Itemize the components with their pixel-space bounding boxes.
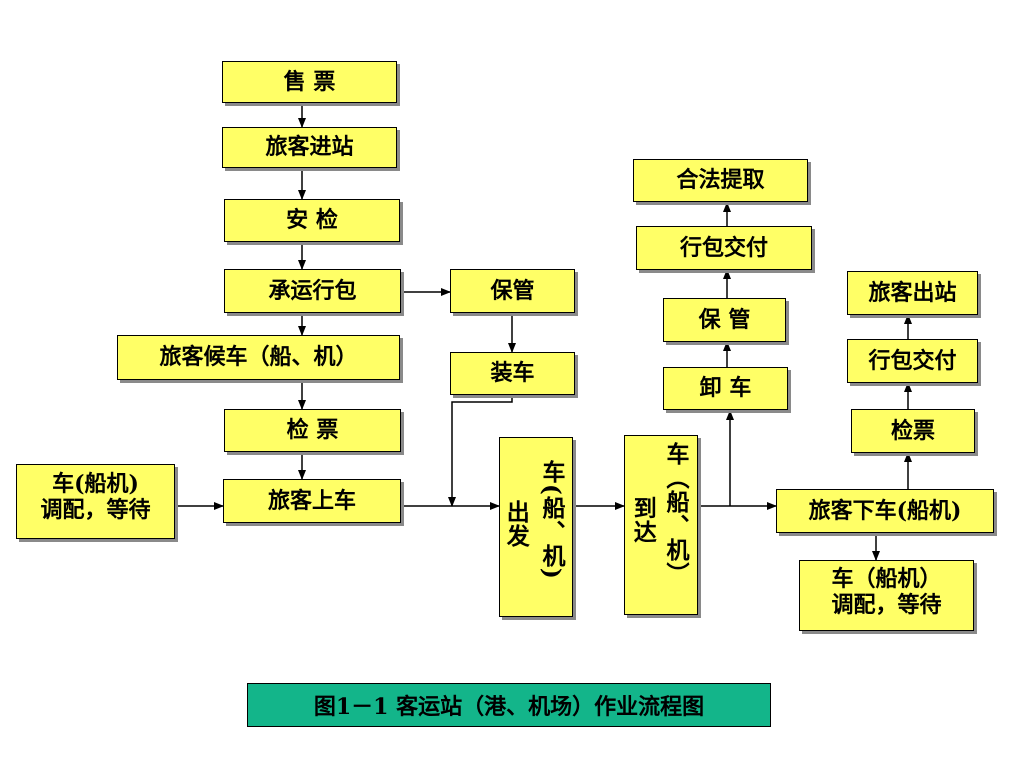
node-alight: 旅客下车(船机)	[776, 489, 994, 533]
arrow-load-to-main	[448, 395, 513, 507]
figure-caption: 图1－1 客运站（港、机场）作业流程图	[247, 683, 771, 727]
node-deliver-baggage-mid: 行包交付	[636, 226, 812, 270]
node-enter-station: 旅客进站	[222, 127, 397, 168]
node-depart: 车(船、机) 出发	[499, 437, 573, 617]
node-security-check: 安 检	[224, 199, 400, 242]
depart-line2: 出发	[502, 500, 530, 548]
node-exit-station: 旅客出站	[847, 271, 978, 315]
node-store-left: 保管	[450, 269, 575, 313]
node-sell-ticket: 售 票	[222, 61, 397, 103]
node-unload: 卸 车	[663, 367, 788, 410]
node-arrive: 车（船、机） 到达	[624, 435, 698, 615]
node-accept-baggage: 承运行包	[224, 269, 401, 313]
node-wait: 旅客候车（船、机）	[117, 335, 400, 380]
node-deliver-baggage-right: 行包交付	[847, 339, 978, 383]
node-board: 旅客上车	[223, 479, 401, 523]
depart-line1: 车(船、机)	[538, 460, 565, 580]
arrive-line1: 车（船、机）	[662, 442, 689, 586]
node-load: 装车	[450, 352, 575, 395]
node-check-ticket: 检 票	[224, 409, 401, 452]
node-vehicle-dispatch-right: 车（船机） 调配，等待	[799, 560, 974, 631]
node-legal-pickup: 合法提取	[633, 159, 808, 202]
node-check-ticket-right: 检票	[851, 409, 975, 453]
node-vehicle-dispatch-left: 车(船机) 调配，等待	[16, 464, 175, 539]
arrive-line2: 到达	[629, 496, 657, 544]
node-store-right: 保 管	[663, 298, 786, 342]
vehicle-dispatch-left-line1: 车(船机)	[52, 471, 139, 497]
vehicle-dispatch-left-line2: 调配，等待	[40, 497, 151, 524]
vehicle-dispatch-right-line1: 车（船机）	[831, 566, 942, 592]
vehicle-dispatch-right-line2: 调配，等待	[831, 592, 942, 619]
